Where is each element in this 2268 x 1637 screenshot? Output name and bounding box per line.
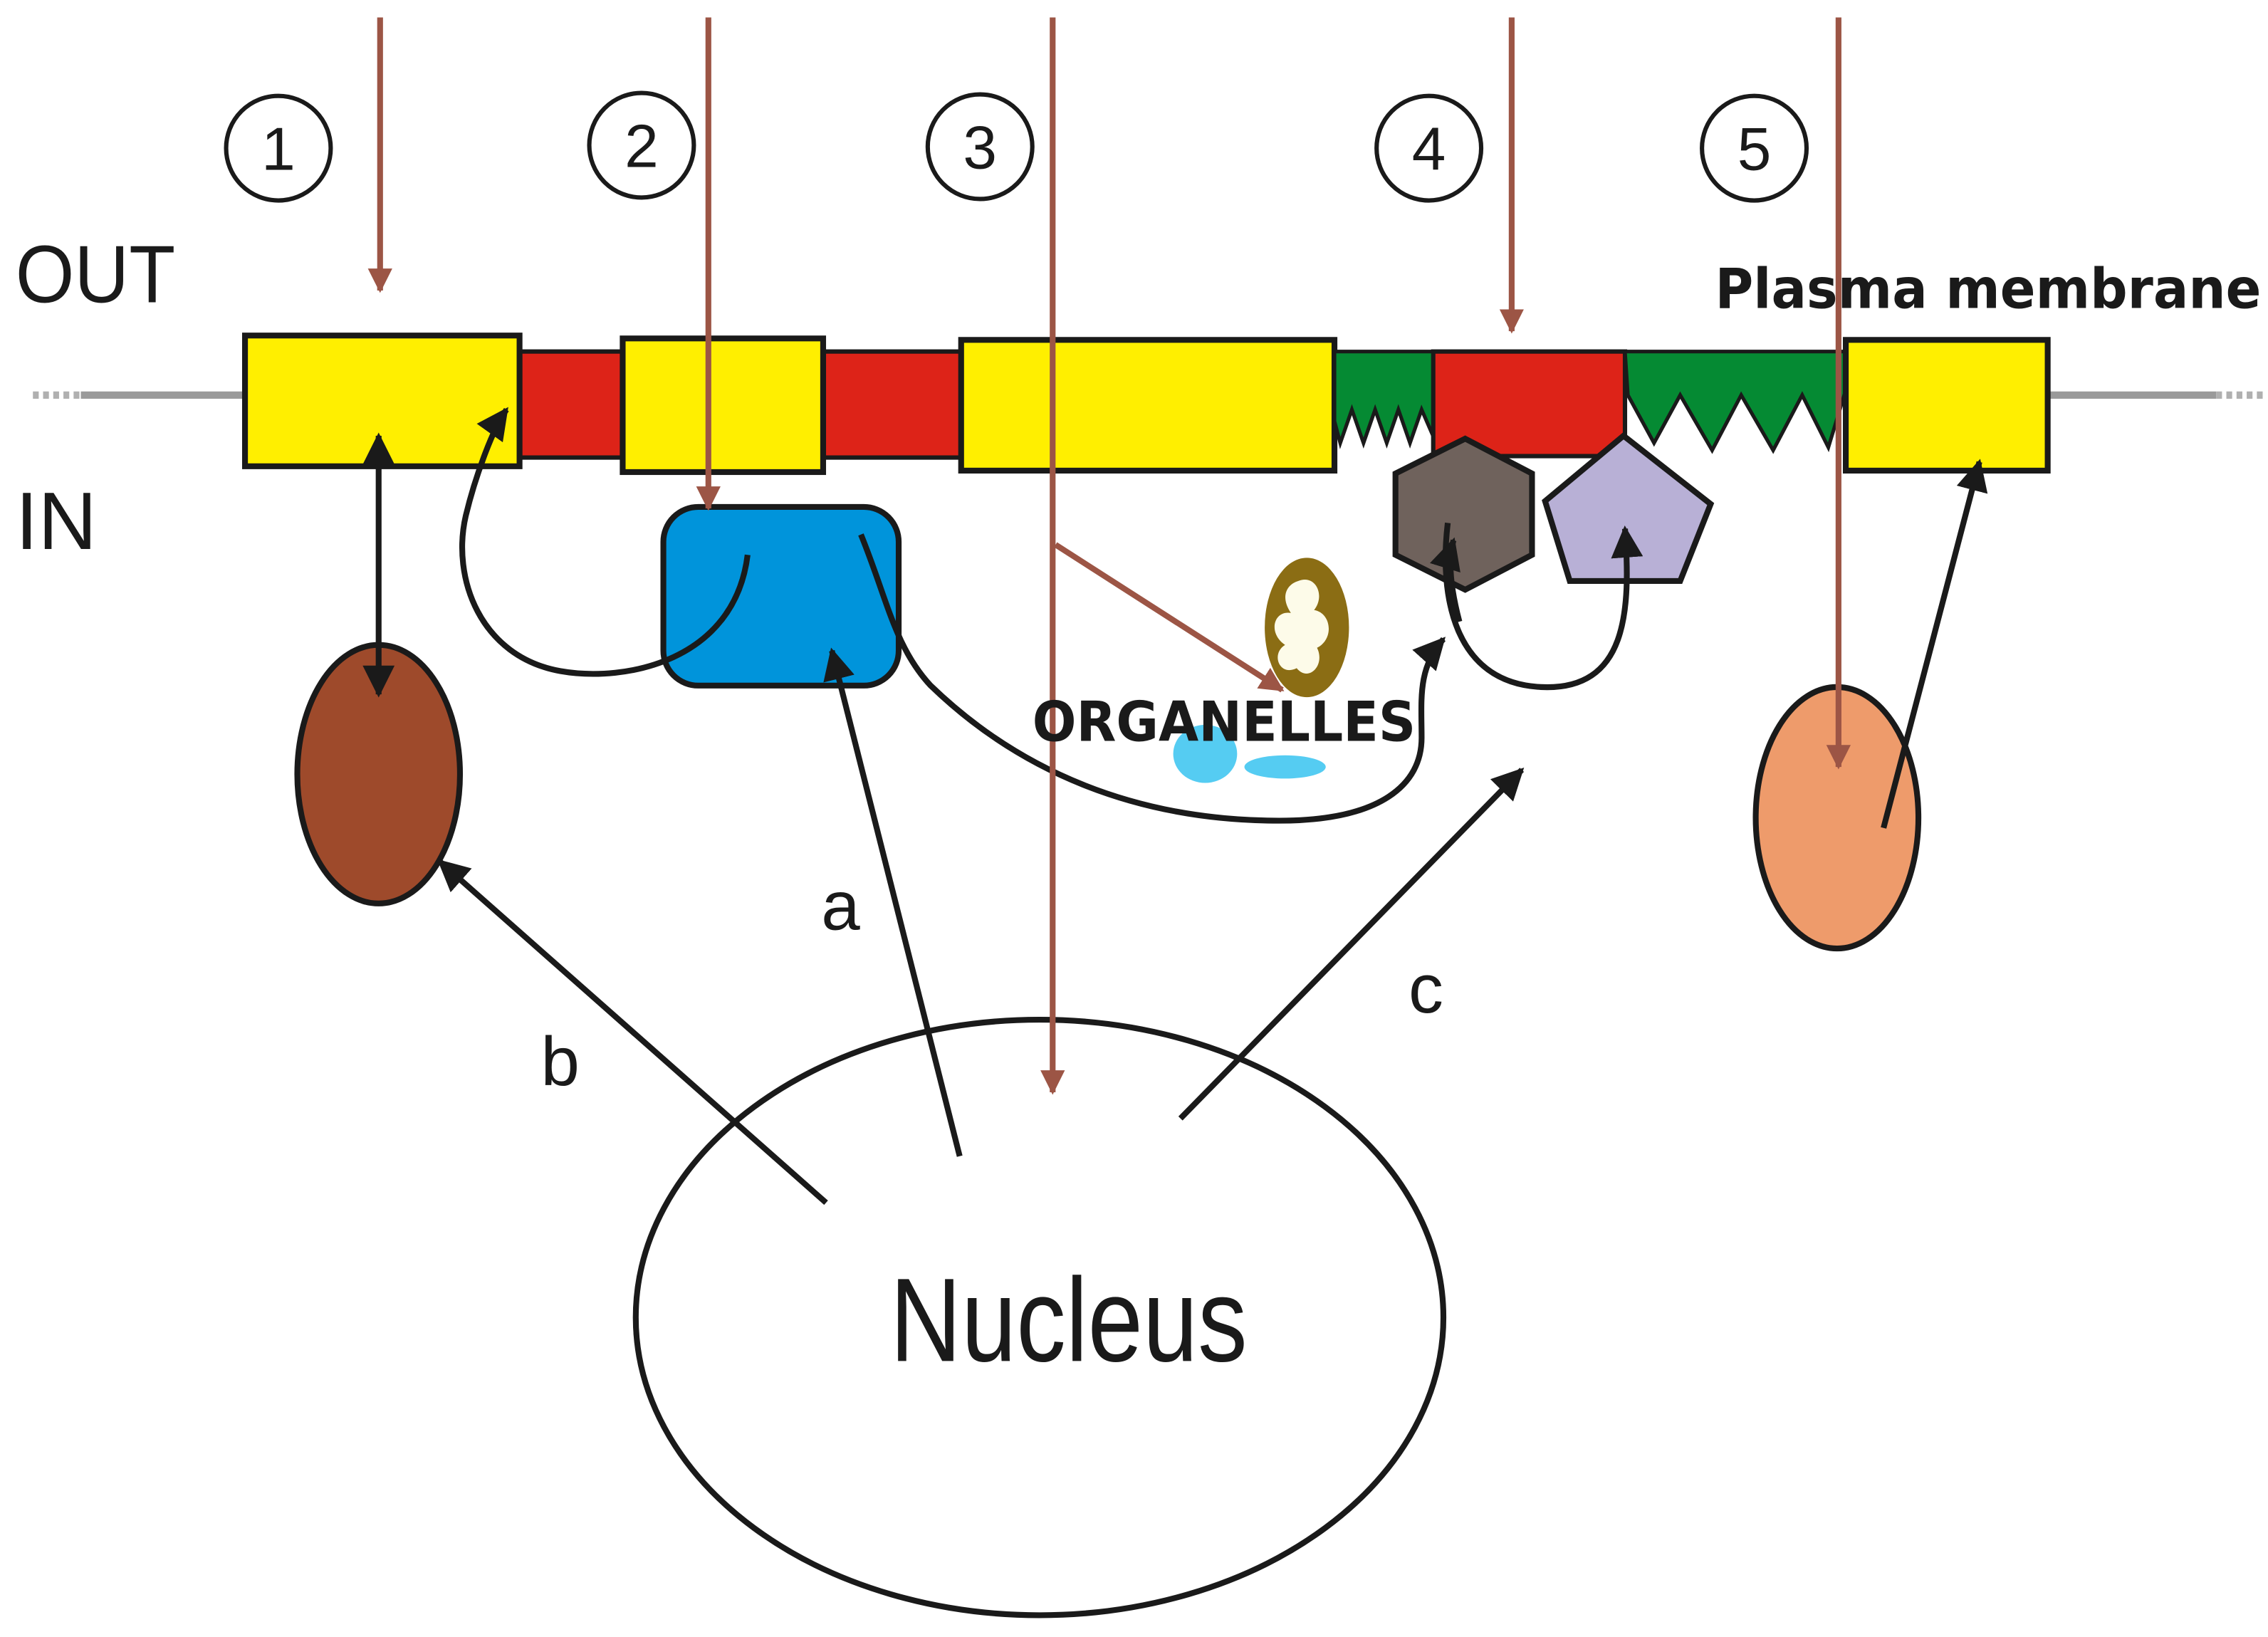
step-4-label: 4	[1412, 115, 1446, 184]
membrane-green-segment-1	[1332, 350, 1438, 449]
arrow-c-label: c	[1409, 949, 1443, 1027]
blue-box	[660, 503, 902, 689]
nucleus	[632, 1016, 1447, 1618]
organelle-cyan-1	[1173, 724, 1238, 783]
membrane-red-segment-2	[815, 349, 968, 460]
plasma-membrane-label: Plasma membrane	[1715, 257, 2261, 321]
arrow-b	[437, 859, 828, 1205]
organelle-cyan-2	[1244, 755, 1326, 779]
membrane-yellow-segment-2	[620, 335, 827, 476]
step-2-label: 2	[625, 113, 659, 181]
arrow-b-label: b	[541, 1022, 580, 1100]
out-label: OUT	[16, 229, 175, 320]
arrow-orange-membrane	[1881, 459, 1988, 829]
membrane-segments	[241, 333, 2051, 476]
arrow-c	[1178, 767, 1525, 1121]
step-4: 4	[1374, 93, 1484, 203]
membrane-yellow-segment-4	[1842, 337, 2051, 474]
arrow-hex-pent-loop	[1442, 522, 1643, 690]
hexagon	[1392, 435, 1535, 593]
membrane-yellow-segment-1	[241, 333, 523, 469]
arrow-blue-loop-left	[459, 407, 751, 677]
step-3-label: 3	[963, 114, 997, 182]
in-label: IN	[16, 476, 97, 567]
signal-arrows	[367, 17, 1851, 1095]
step-2: 2	[587, 90, 696, 200]
signal-arrow-3-branch	[1054, 542, 1285, 693]
step-circles: 1 2 3 4 5	[224, 90, 1809, 203]
arrow-blue-loop-right	[858, 533, 1446, 824]
organelle-olive-inner	[1274, 579, 1329, 674]
step-3: 3	[925, 92, 1035, 202]
step-1-label: 1	[261, 115, 296, 184]
nucleus-label: Nucleus	[890, 1254, 1248, 1386]
arrow-hex-pent-loop-start	[1429, 537, 1463, 623]
membrane-red-segment-1	[510, 349, 631, 460]
arrow-a	[823, 647, 963, 1157]
organelles-label: ORGANELLES	[1033, 690, 1416, 754]
step-5-label: 5	[1737, 115, 1772, 184]
membrane-yellow-segment-3	[958, 337, 1338, 474]
organelles-group	[1173, 558, 1349, 783]
black-arrows	[362, 407, 1988, 1205]
arrow-a-label: a	[821, 867, 860, 945]
membrane-green-segment-2	[1623, 350, 1851, 454]
step-1: 1	[224, 93, 333, 203]
step-5: 5	[1700, 93, 1809, 203]
